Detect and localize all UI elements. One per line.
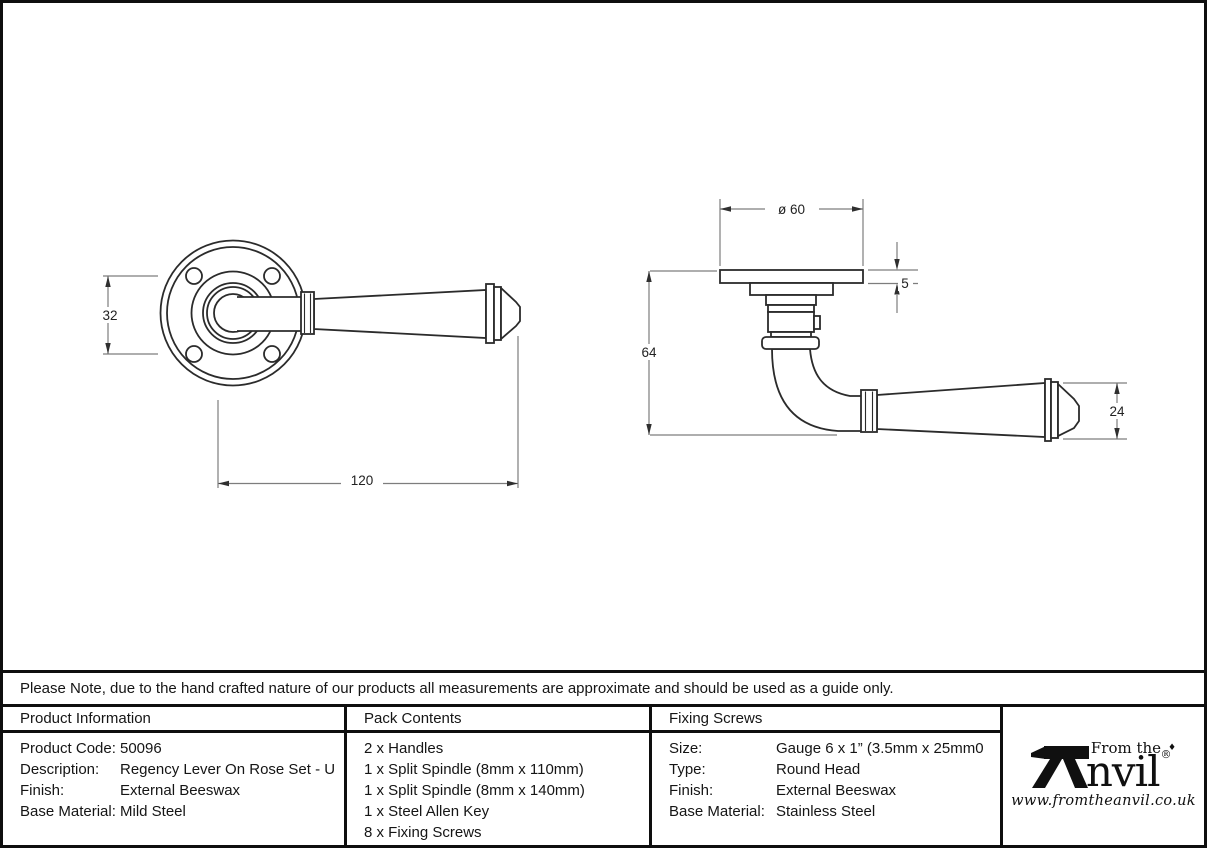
fixing-screws-header: Fixing Screws <box>652 707 1000 733</box>
row-label: Finish: <box>669 782 714 799</box>
row-label: Description: <box>20 761 100 778</box>
row-label: Finish: <box>20 782 65 799</box>
dimension-label-rose-diameter: ø 60 <box>778 202 805 217</box>
technical-drawing-area: 32 120 <box>3 3 1204 670</box>
neck-flare <box>761 336 820 350</box>
row-value: 50096 <box>120 740 162 757</box>
finial-cone <box>1057 381 1080 438</box>
note-text: Please Note, due to the hand crafted nat… <box>20 680 894 697</box>
fixing-screws-column: Fixing Screws Size: Gauge 6 x 1” (3.5mm … <box>652 707 1003 845</box>
table-row: Base Material: Stainless Steel <box>669 801 1000 822</box>
dimension-label-rose-width: 32 <box>102 308 117 323</box>
row-value: External Beeswax <box>120 782 241 799</box>
brand-cell: From the ♦ nvil ® www.fromtheanvil.co.uk <box>1003 707 1204 845</box>
lever-collar-side <box>860 389 878 433</box>
logo-wordmark: nvil ® <box>1085 747 1172 797</box>
screw-hole <box>185 267 203 285</box>
screw-hole <box>185 345 203 363</box>
row-label: Type: <box>669 761 706 778</box>
neck-cylinder <box>767 311 815 333</box>
row-value: Stainless Steel <box>776 803 876 820</box>
list-item: 8 x Fixing Screws <box>364 824 482 841</box>
product-information-column: Product Information Product Code: 50096 … <box>3 707 347 845</box>
finial-ring <box>485 283 495 344</box>
table-row: Base Material: Mild Steel <box>20 801 344 822</box>
list-item: 1 x Split Spindle (8mm x 140mm) <box>364 782 585 799</box>
finial-ring <box>493 286 502 341</box>
screw-hole <box>263 267 281 285</box>
table-row: Type: Round Head <box>669 759 1000 780</box>
dimension-120 <box>217 336 519 488</box>
row-label: Product Code: <box>20 740 116 757</box>
row-value: Mild Steel <box>120 803 186 820</box>
lever-bend <box>771 348 868 432</box>
logo-prefix: From the ♦ <box>1090 739 1177 758</box>
dimension-label-lever-end: 24 <box>1109 404 1125 419</box>
dimension-label-lever-length: 120 <box>351 473 374 488</box>
row-value: Gauge 6 x 1” (3.5mm x 25mm0 <box>776 740 984 757</box>
row-label: Base Material: <box>20 803 116 820</box>
brand-logo: From the ♦ nvil ® www.fromtheanvil.co.uk <box>1011 739 1196 808</box>
table-row: Product Code: 50096 <box>20 738 344 759</box>
table-row: Size: Gauge 6 x 1” (3.5mm x 25mm0 <box>669 738 1000 759</box>
table-row: Description: Regency Lever On Rose Set -… <box>20 759 344 780</box>
lever-grip <box>313 289 487 339</box>
row-value: Regency Lever On Rose Set - U <box>120 761 336 778</box>
logo-url: www.fromtheanvil.co.uk <box>1011 792 1196 809</box>
grub-screw <box>813 315 821 330</box>
table-row: Finish: External Beeswax <box>669 780 1000 801</box>
finial-cone <box>500 285 521 341</box>
row-label: Size: <box>669 740 703 757</box>
finial-ring <box>1050 381 1059 439</box>
list-item: 1 x Steel Allen Key <box>364 803 490 820</box>
pack-contents-column: Pack Contents 2 x Handles 1 x Split Spin… <box>347 707 652 845</box>
screw-hole <box>263 345 281 363</box>
lever-neck <box>235 297 301 331</box>
product-information-header: Product Information <box>3 707 344 733</box>
anvil-icon <box>1030 745 1089 788</box>
neck-band <box>767 304 815 313</box>
front-view-rose-and-lever <box>159 239 521 387</box>
diamond-icon: ♦ <box>1168 743 1177 754</box>
table-row: Finish: External Beeswax <box>20 780 344 801</box>
rose-lip-side <box>749 282 834 296</box>
list-item: 2 x Handles <box>364 740 444 757</box>
lever-collar <box>300 291 315 335</box>
lever-grip-side <box>876 382 1046 438</box>
row-value: Round Head <box>776 761 861 778</box>
dimension-label-rose-thickness: 5 <box>901 276 909 291</box>
side-view-rose-and-lever <box>719 269 1080 442</box>
spec-table: Product Information Product Code: 50096 … <box>3 704 1204 845</box>
dimension-label-projection: 64 <box>641 345 657 360</box>
note-bar: Please Note, due to the hand crafted nat… <box>3 670 1204 704</box>
technical-drawing: 32 120 <box>97 199 1131 488</box>
neck-step <box>765 294 817 306</box>
registered-mark: ® <box>1160 748 1172 762</box>
list-item: 1 x Split Spindle (8mm x 110mm) <box>364 761 584 778</box>
pack-contents-header: Pack Contents <box>347 707 649 733</box>
finial-ring <box>1044 378 1052 442</box>
row-value: External Beeswax <box>776 782 897 799</box>
row-label: Base Material: <box>669 803 765 820</box>
rose-plate-side <box>719 269 864 284</box>
